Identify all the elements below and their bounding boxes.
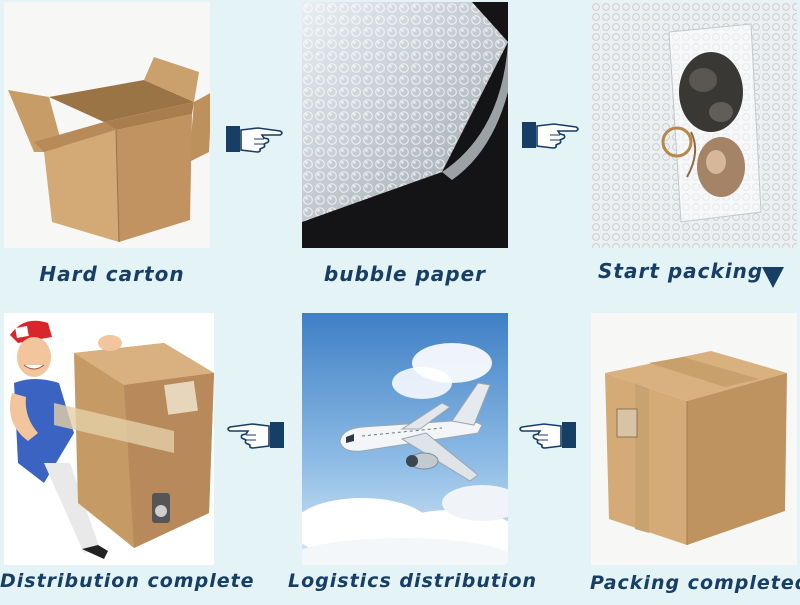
step-label-packing-completed: Packing completed (590, 572, 800, 594)
hard-carton-image (4, 2, 210, 248)
triangle-down-icon (760, 264, 786, 290)
packing-completed-image (591, 313, 797, 565)
step-label-distribution-complete: Distribution complete (0, 570, 255, 592)
pointing-hand-icon (224, 122, 286, 156)
bubble-paper-image (302, 2, 508, 248)
step-label-hard-carton: Hard carton (39, 262, 185, 286)
pointing-hand-icon (520, 118, 582, 152)
distribution-complete-image (4, 313, 214, 565)
step-label-bubble-paper: bubble paper (323, 262, 487, 286)
logistics-distribution-image (302, 313, 508, 565)
step-label-logistics-distribution: Logistics distribution (288, 570, 538, 592)
step-label-start-packing: Start packing (598, 259, 764, 283)
start-packing-image (591, 2, 797, 248)
pointing-hand-icon (516, 418, 578, 452)
pointing-hand-icon (224, 418, 286, 452)
